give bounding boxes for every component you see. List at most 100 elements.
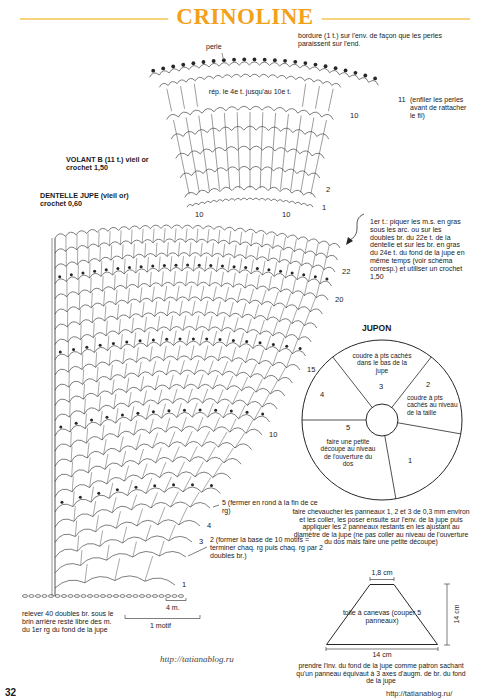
stitch-symbol bbox=[227, 376, 233, 390]
stitch-symbol bbox=[115, 558, 120, 580]
part-title: VOLANT B (11 t.) vieil or crochet 1,50 bbox=[66, 156, 166, 172]
stitch-row bbox=[55, 239, 338, 260]
row-number: 3 bbox=[199, 538, 203, 546]
stitch-symbol bbox=[107, 545, 109, 560]
stitch-symbol bbox=[126, 274, 128, 289]
stitch-symbol bbox=[232, 347, 236, 362]
stitch-symbol bbox=[90, 278, 91, 293]
stitch-symbol bbox=[301, 253, 303, 265]
stitch-symbol bbox=[213, 375, 218, 389]
stitch-symbol bbox=[205, 256, 207, 271]
stitch-symbol bbox=[190, 492, 199, 507]
bead-symbol bbox=[324, 64, 328, 68]
bead-symbol bbox=[267, 268, 270, 271]
pointer-arrowhead bbox=[346, 237, 353, 245]
stitch-symbol bbox=[184, 374, 188, 388]
stitch-symbol bbox=[182, 417, 187, 431]
stitch-symbol bbox=[139, 449, 144, 464]
chart-edge bbox=[55, 238, 56, 596]
stitch-row bbox=[55, 457, 241, 482]
stitch-symbol bbox=[76, 235, 77, 250]
stitch-symbol bbox=[159, 257, 160, 272]
note: bordure (1 t.) sur l'env. de façon que l… bbox=[298, 32, 448, 48]
stitch-symbol bbox=[292, 279, 295, 293]
stitch-symbol bbox=[298, 295, 303, 309]
bead-symbol bbox=[59, 351, 62, 354]
bead-symbol bbox=[151, 69, 155, 73]
stitch-symbol bbox=[92, 308, 94, 323]
stitch-row bbox=[55, 551, 186, 572]
stitch-symbol bbox=[82, 369, 84, 384]
stitch-symbol bbox=[153, 229, 154, 243]
stitch-symbol bbox=[222, 361, 227, 375]
stitch-symbol bbox=[200, 331, 203, 346]
stitch-symbol bbox=[203, 389, 208, 403]
stitch-symbol bbox=[131, 229, 133, 243]
bead-symbol bbox=[263, 58, 267, 62]
bead-symbol bbox=[253, 58, 257, 62]
bead-symbol bbox=[192, 337, 195, 340]
bead-symbol bbox=[186, 264, 189, 267]
stitch-symbol bbox=[82, 354, 84, 369]
stitch-symbol bbox=[253, 334, 257, 348]
stitch-symbol bbox=[69, 402, 71, 417]
stitch-symbol bbox=[186, 228, 187, 242]
bead-symbol bbox=[363, 74, 367, 78]
stitch-symbol bbox=[74, 506, 75, 521]
stitch-symbol bbox=[145, 317, 147, 332]
leader-line bbox=[188, 547, 207, 556]
stitch-symbol bbox=[247, 392, 254, 405]
stitch-symbol bbox=[197, 229, 198, 243]
stitch-symbol bbox=[291, 116, 302, 191]
stitch-symbol bbox=[177, 345, 180, 360]
row-number: 10 bbox=[350, 112, 358, 120]
stitch-symbol bbox=[205, 301, 208, 316]
stitch-symbol bbox=[186, 271, 188, 286]
stitch-row bbox=[55, 282, 328, 300]
stitch-symbol bbox=[98, 232, 99, 247]
stitch-symbol bbox=[204, 346, 207, 361]
stitch-symbol bbox=[136, 258, 137, 273]
stitch-symbol bbox=[71, 447, 73, 462]
bead-symbol bbox=[232, 339, 235, 342]
stitch-symbol bbox=[197, 271, 199, 286]
row-number: 4 bbox=[207, 522, 211, 530]
stitch-symbol bbox=[208, 361, 213, 375]
dimension: 14 cm bbox=[453, 604, 461, 623]
stitch-symbol bbox=[279, 307, 284, 321]
stitch-symbol bbox=[182, 256, 184, 271]
stitch-symbol bbox=[251, 233, 253, 246]
chain-stitch bbox=[100, 595, 105, 598]
bracket bbox=[166, 598, 186, 601]
bead-symbol bbox=[302, 273, 305, 276]
part-label: perle bbox=[206, 43, 222, 51]
chain-stitch bbox=[55, 595, 60, 598]
stitch-symbol bbox=[164, 286, 166, 301]
stitch-symbol bbox=[269, 276, 272, 290]
stitch-symbol bbox=[69, 387, 71, 402]
bead-symbol bbox=[325, 278, 328, 281]
stitch-symbol bbox=[234, 317, 238, 332]
bead-symbol bbox=[152, 338, 155, 341]
stitch-symbol bbox=[116, 290, 117, 305]
stitch-symbol bbox=[164, 228, 165, 242]
bead-symbol bbox=[210, 484, 213, 487]
note: prendre l'inv. du fond de la jupe comme … bbox=[292, 662, 470, 685]
dimension-line bbox=[444, 584, 450, 645]
bead-symbol bbox=[219, 338, 222, 341]
stitch-symbol bbox=[239, 258, 241, 273]
chain-stitch bbox=[61, 595, 66, 598]
chain-stitch bbox=[172, 595, 177, 598]
stitch-symbol bbox=[150, 272, 151, 287]
chain-stitch bbox=[133, 595, 138, 598]
title-rule bbox=[322, 18, 470, 20]
stitch-symbol bbox=[147, 332, 149, 347]
stitch-symbol bbox=[316, 284, 319, 298]
bead-symbol bbox=[209, 264, 212, 267]
stitch-symbol bbox=[270, 113, 275, 189]
bead-symbol bbox=[81, 271, 84, 274]
stitch-symbol bbox=[87, 233, 88, 248]
bead-symbol bbox=[303, 61, 307, 65]
stitch-symbol bbox=[304, 281, 307, 295]
stitch-symbol bbox=[152, 361, 155, 376]
